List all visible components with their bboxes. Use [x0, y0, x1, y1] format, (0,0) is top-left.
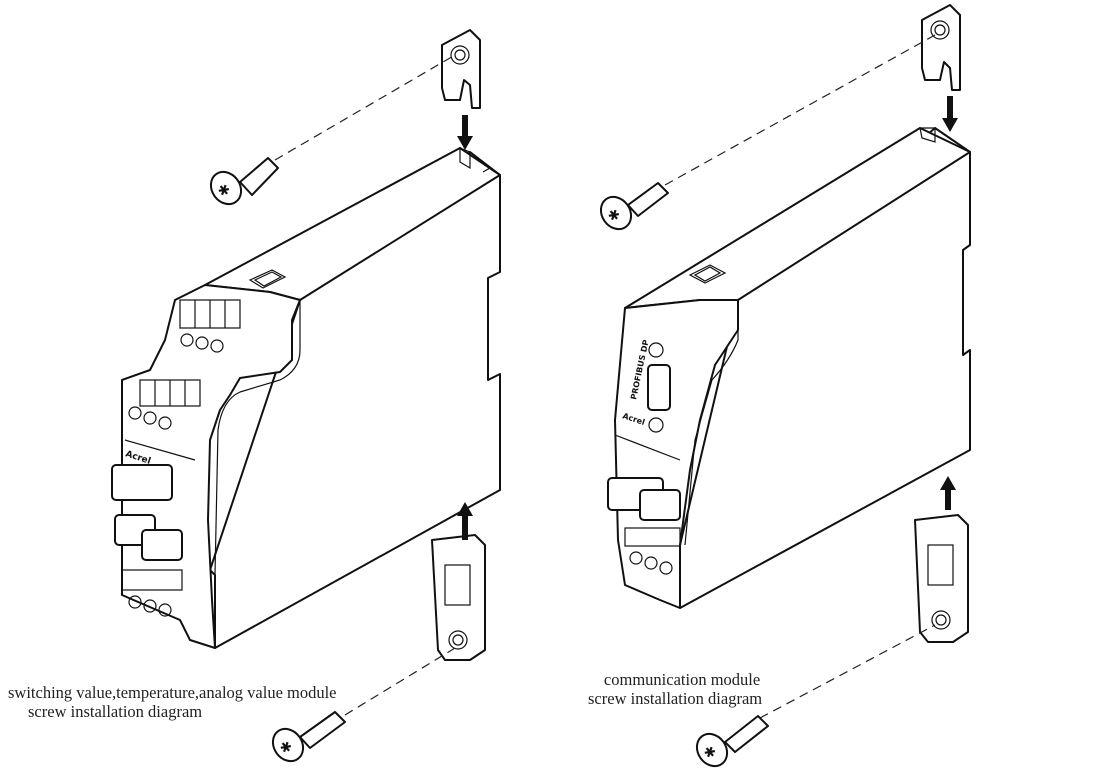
caption-left-line1: switching value,temperature,analog value…	[8, 683, 337, 702]
mounting-clip-icon	[441, 29, 481, 109]
screw-icon: ✱	[695, 715, 769, 768]
mounting-clip-icon	[914, 514, 969, 643]
screw-icon: ✱	[209, 157, 279, 206]
caption-left: switching value,temperature,analog value…	[8, 683, 337, 721]
mounting-clip-icon	[921, 4, 961, 91]
screw-icon: ✱	[271, 711, 346, 763]
arrow-down-icon	[457, 115, 473, 150]
arrow-up-icon	[940, 476, 956, 510]
screw-icon: ✱	[599, 182, 669, 231]
caption-left-line2: screw installation diagram	[28, 702, 203, 721]
io-module-left: Acrel	[111, 147, 501, 649]
caption-right-line2: screw installation diagram	[588, 689, 763, 708]
caption-right: communication module screw installation …	[588, 670, 762, 708]
mounting-clip-icon	[431, 534, 486, 661]
arrow-down-icon	[942, 96, 958, 132]
arrow-up-icon	[457, 502, 473, 540]
comm-module-right: PROFIBUS DP Acrel	[607, 127, 971, 609]
caption-right-line1: communication module	[603, 670, 761, 689]
